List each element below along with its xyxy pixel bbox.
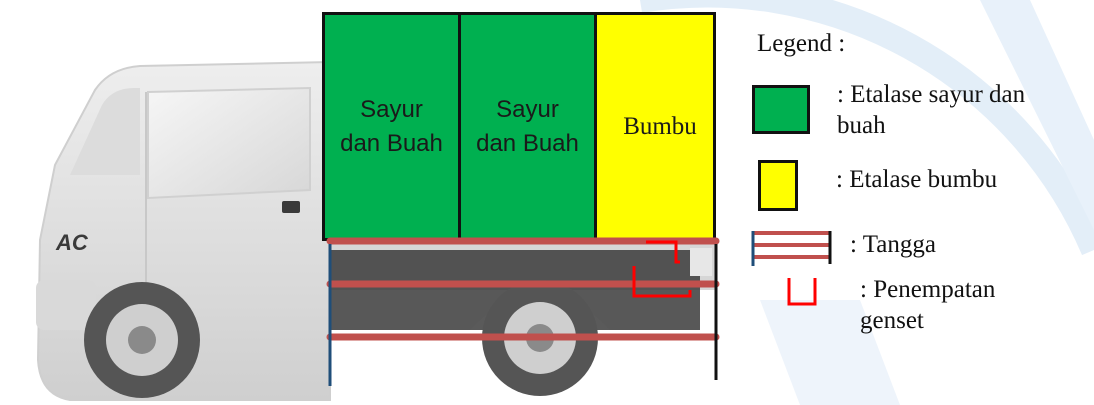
- compartment-vegetables-fruit-2: Sayur dan Buah: [458, 12, 597, 241]
- legend-text-ladder: : Tangga: [850, 231, 936, 258]
- compartment-label: Sayur dan Buah: [340, 95, 443, 157]
- legend-swatch-spices: [758, 160, 798, 211]
- legend-text-spices: : Etalase bumbu: [836, 166, 998, 193]
- compartment-label: Bumbu: [623, 112, 697, 140]
- genset-legend-icon: [787, 278, 817, 306]
- genset-marker-large: [632, 266, 692, 298]
- truck-badge: AC: [56, 230, 88, 255]
- ladder-legend-icon: [751, 231, 832, 266]
- compartment-spices: Bumbu: [594, 12, 716, 241]
- compartment-label: Sayur dan Buah: [476, 95, 579, 157]
- legend-text-vegetables: : Etalase sayur dan buah: [837, 81, 1026, 139]
- legend-title: Legend :: [757, 30, 846, 57]
- legend-swatch-vegetables: [752, 85, 810, 134]
- legend-text-genset: : Penempatan genset: [860, 276, 996, 334]
- genset-marker-small: [646, 240, 680, 264]
